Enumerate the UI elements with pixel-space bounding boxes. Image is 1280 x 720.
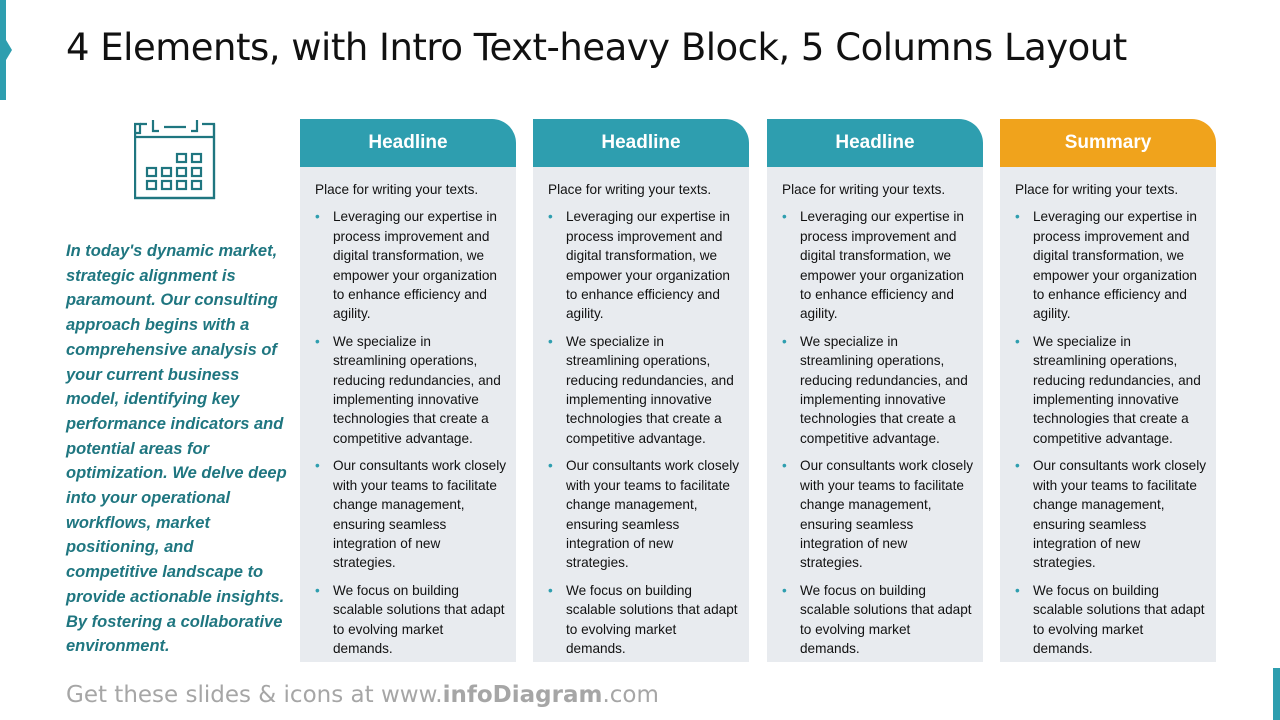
bullet-item: We focus on building scalable solutions … [782, 581, 973, 659]
bullet-item: Leveraging our expertise in process impr… [315, 207, 506, 323]
column-body: Place for writing your texts. Leveraging… [1000, 167, 1216, 662]
column-2: Headline Place for writing your texts. L… [533, 119, 749, 662]
bullet-item: We specialize in streamlining operations… [1015, 332, 1206, 448]
bullet-item: We specialize in streamlining operations… [548, 332, 739, 448]
column-lead: Place for writing your texts. [315, 182, 479, 197]
bullet-item: Leveraging our expertise in process impr… [1015, 207, 1206, 323]
bullet-item: Our consultants work closely with your t… [782, 456, 973, 572]
bullet-item: Our consultants work closely with your t… [1015, 456, 1206, 572]
footer-credit: Get these slides & icons at www.infoDiag… [66, 682, 659, 708]
footer-prefix: Get these slides & icons at www. [66, 682, 443, 708]
column-summary: Summary Place for writing your texts. Le… [1000, 119, 1216, 662]
bullet-item: We specialize in streamlining operations… [315, 332, 506, 448]
column-1: Headline Place for writing your texts. L… [300, 119, 516, 662]
column-headline: Headline [533, 119, 749, 167]
bullet-item: We focus on building scalable solutions … [315, 581, 506, 659]
column-3: Headline Place for writing your texts. L… [767, 119, 983, 662]
bullet-item: Our consultants work closely with your t… [548, 456, 739, 572]
column-lead: Place for writing your texts. [782, 182, 946, 197]
left-accent-bar [0, 0, 12, 100]
footer-brand: infoDiagram [442, 682, 603, 708]
bullet-item: We focus on building scalable solutions … [548, 581, 739, 659]
column-headline: Headline [300, 119, 516, 167]
column-body: Place for writing your texts. Leveraging… [533, 167, 749, 662]
column-lead: Place for writing your texts. [548, 182, 712, 197]
bullet-item: Leveraging our expertise in process impr… [548, 207, 739, 323]
bullet-item: Our consultants work closely with your t… [315, 456, 506, 572]
column-headline: Headline [767, 119, 983, 167]
column-headline: Summary [1000, 119, 1216, 167]
right-accent-bar [1273, 668, 1280, 720]
footer-suffix: .com [602, 682, 659, 708]
intro-text: In today's dynamic market, strategic ali… [66, 242, 287, 656]
column-body: Place for writing your texts. Leveraging… [300, 167, 516, 662]
calendar-icon [134, 120, 216, 200]
bullet-item: We focus on building scalable solutions … [1015, 581, 1206, 659]
page-title: 4 Elements, with Intro Text-heavy Block,… [66, 26, 1127, 69]
column-lead: Place for writing your texts. [1015, 182, 1179, 197]
bullet-item: Leveraging our expertise in process impr… [782, 207, 973, 323]
column-body: Place for writing your texts. Leveraging… [767, 167, 983, 662]
bullet-item: We specialize in streamlining operations… [782, 332, 973, 448]
